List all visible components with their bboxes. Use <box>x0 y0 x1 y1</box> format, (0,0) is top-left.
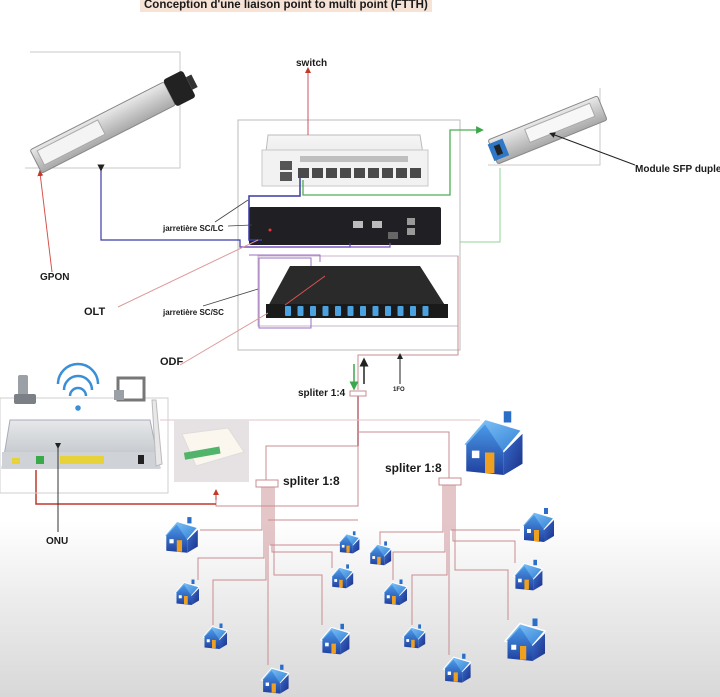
link-gpon-olt <box>97 164 351 248</box>
drop-fiber-left <box>267 487 358 521</box>
drop-fiber-left <box>271 487 333 568</box>
odf-port <box>297 306 304 316</box>
odf-port <box>285 306 291 316</box>
drop-fiber-right <box>411 485 448 625</box>
feeder-fiber <box>357 256 459 390</box>
drop-fiber-left <box>197 487 265 580</box>
sc-lc-pointer-2 <box>214 199 249 223</box>
odf-port <box>372 306 379 316</box>
spliter-1-4-body <box>349 390 367 397</box>
spliter-1-8-right-label: spliter 1:8 <box>385 461 442 475</box>
gpon-label: GPON <box>40 272 70 283</box>
branch-to-right-1-8 <box>358 431 450 478</box>
switch-sfp-port <box>312 168 323 178</box>
odf-port <box>347 306 354 316</box>
odf-port <box>310 306 316 316</box>
diagram-title: Conception d'une liaison point to multi … <box>140 0 432 12</box>
house-icon <box>382 579 408 606</box>
link-olt-pon <box>240 243 391 248</box>
odf-port <box>335 306 341 316</box>
switch-sfp-port <box>368 168 379 178</box>
switch-label: switch <box>296 58 328 69</box>
pto-to-onu <box>35 470 216 505</box>
tv-icon <box>114 376 146 402</box>
spliter-1-4-label: spliter 1:4 <box>298 388 346 399</box>
spliter-1-8-left-label: spliter 1:8 <box>283 474 340 488</box>
switch-sfp-port <box>396 168 407 178</box>
house-icon <box>163 516 199 554</box>
drop-fiber-left <box>269 487 340 546</box>
switch-sfp-port <box>340 168 351 178</box>
branch-to-left-1-8 <box>265 445 358 480</box>
sc-sc-pointer <box>202 288 259 307</box>
drop-fiber-right <box>379 485 444 545</box>
house-icon <box>368 540 392 566</box>
sfp-duplex-module <box>487 95 608 165</box>
olt-label: OLT <box>84 306 106 318</box>
module-sfp-duplex-label: Module SFP duplex <box>635 164 720 175</box>
drop-fiber-right <box>454 485 509 620</box>
odf-port <box>397 306 404 316</box>
switch-device <box>261 134 429 187</box>
wifi-icon <box>56 362 100 411</box>
house-icon <box>338 530 360 554</box>
gpon-sfp-module <box>30 71 198 173</box>
drop-fiber-left <box>200 487 263 531</box>
odf-port <box>385 306 391 316</box>
link-switch-sfp-green <box>302 126 484 196</box>
odf-label: ODF <box>160 356 184 368</box>
house-big <box>461 410 524 477</box>
odf-port <box>360 306 366 316</box>
house-icon <box>320 623 350 655</box>
olt-pointer <box>117 239 259 308</box>
sfp-duplex-pointer <box>549 132 636 166</box>
onu-device <box>1 399 163 532</box>
house-icon <box>442 653 472 684</box>
jarretiere-sc-sc-path <box>249 254 321 262</box>
fo-label: 1FO <box>393 387 405 393</box>
odf-device <box>266 266 448 318</box>
odf-port <box>410 306 416 316</box>
pto-outlet <box>174 420 249 482</box>
phone-icon <box>14 375 36 404</box>
gpon-pointer <box>37 170 53 273</box>
onu-frame <box>0 397 169 494</box>
house-icon <box>521 507 555 543</box>
spliter-1-8-left-body <box>255 479 279 488</box>
drop-fiber-right <box>392 485 446 580</box>
house-icon <box>174 579 200 606</box>
sc-lc-pointer <box>227 224 253 227</box>
odf-port <box>322 306 329 316</box>
jarretiere-sc-lc-label: jarretière SC/LC <box>163 224 224 233</box>
house-icon <box>330 563 354 589</box>
spliter-1-8-right-body <box>438 477 462 486</box>
switch-sfp-port <box>354 168 365 178</box>
drop-fiber-left <box>273 487 323 625</box>
onu-label: ONU <box>46 536 69 547</box>
house-icon <box>260 664 290 695</box>
house-icon <box>513 559 543 591</box>
drop-fiber-left <box>212 487 267 625</box>
switch-sfp-port <box>410 168 421 178</box>
switch-sfp-port <box>382 168 393 178</box>
equipment-frame <box>237 119 461 351</box>
switch-sfp-port <box>326 168 337 178</box>
link-olt-sfp-green <box>460 168 501 243</box>
odf-port <box>422 306 429 316</box>
switch-sfp-port <box>298 168 309 178</box>
drop-fiber-right <box>452 485 516 563</box>
odf-pointer <box>179 312 269 366</box>
olt-device <box>249 207 441 245</box>
house-icon <box>202 623 228 650</box>
jarretiere-sc-sc-label: jarretière SC/SC <box>163 308 224 317</box>
house-icon <box>402 623 426 649</box>
link-switch-olt <box>248 178 301 241</box>
drop-fiber-right <box>450 485 520 531</box>
house-icon <box>504 617 546 662</box>
